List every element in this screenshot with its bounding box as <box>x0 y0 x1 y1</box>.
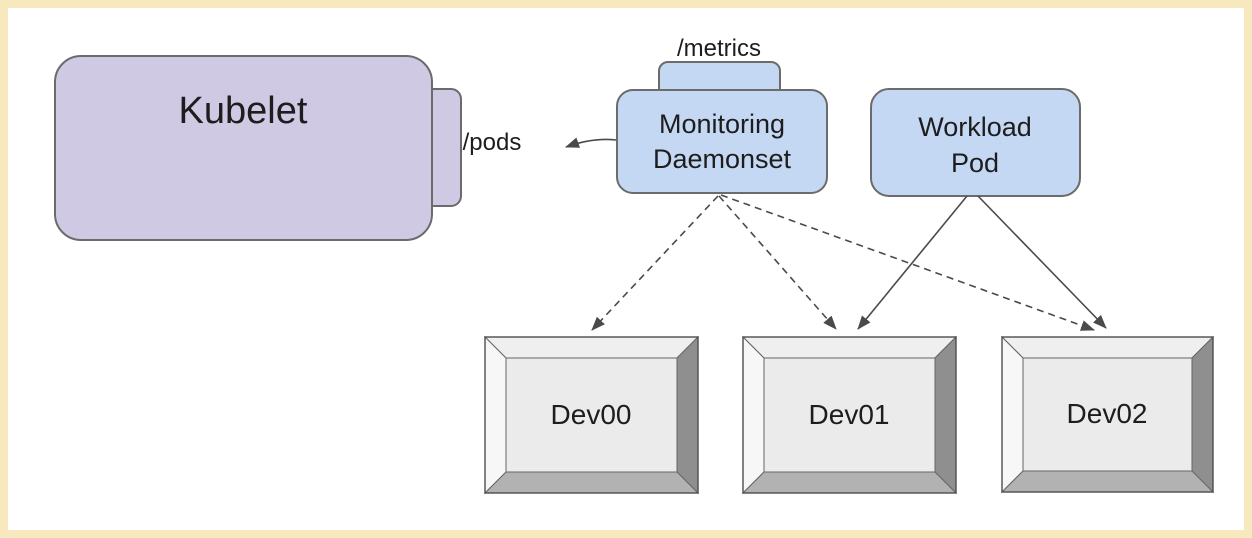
device-dev00: Dev00 <box>483 335 700 495</box>
workload-pod-label-line2: Pod <box>951 148 999 178</box>
workload-pod-label-line1: Workload <box>918 112 1032 142</box>
dev02-bevel-left <box>1001 335 1024 494</box>
dev01-bevel-bottom <box>741 471 958 494</box>
dev02-outline <box>1001 336 1214 493</box>
dev00-outline <box>484 336 699 494</box>
workload-pod-node: Workload Pod <box>870 88 1081 197</box>
monitoring-daemonset-label-line2: Daemonset <box>653 144 792 174</box>
edge-monitoring-to-dev00 <box>591 195 719 331</box>
dev01-bevel-top <box>741 336 958 359</box>
monitoring-daemonset-node: /metrics Monitoring Daemonset <box>616 35 828 194</box>
dev01-label: Dev01 <box>809 399 890 430</box>
monitoring-daemonset-label-line1: Monitoring <box>659 109 785 139</box>
metrics-endpoint-label: /metrics <box>677 35 761 62</box>
dev02-bevel-top <box>1000 336 1215 359</box>
dev00-bevel-right <box>676 335 699 495</box>
device-dev02: Dev02 <box>1000 335 1215 494</box>
dev02-face <box>1022 357 1193 472</box>
edge-monitoring-to-dev01 <box>718 195 837 330</box>
dev00-face <box>505 357 678 473</box>
dev02-bevel-right <box>1191 335 1214 494</box>
dev01-bevel-right <box>934 335 957 495</box>
edge-monitoring-to-dev02 <box>720 194 1095 331</box>
pods-endpoint-label: /pods <box>463 129 522 156</box>
dev02-bevel-bottom <box>1000 470 1215 493</box>
edge-workload-to-dev02 <box>977 195 1107 329</box>
dev00-bevel-bottom <box>483 471 700 494</box>
edge-workload-to-dev01 <box>857 195 968 330</box>
workload-pod-box <box>870 88 1081 197</box>
dev00-label: Dev00 <box>551 399 632 430</box>
monitoring-daemonset-box <box>616 89 828 194</box>
dev01-bevel-left <box>742 335 765 495</box>
dev00-bevel-top <box>483 336 700 359</box>
edge-monitoring-to-pods <box>565 137 617 148</box>
dev00-bevel-left <box>484 335 507 495</box>
dev01-face <box>763 357 936 473</box>
dev02-label: Dev02 <box>1067 398 1148 429</box>
dev01-outline <box>742 336 957 494</box>
kubelet-label: Kubelet <box>179 90 308 132</box>
kubelet-box <box>54 55 433 241</box>
kubelet-node: Kubelet <box>54 55 462 241</box>
device-dev01: Dev01 <box>741 335 958 495</box>
